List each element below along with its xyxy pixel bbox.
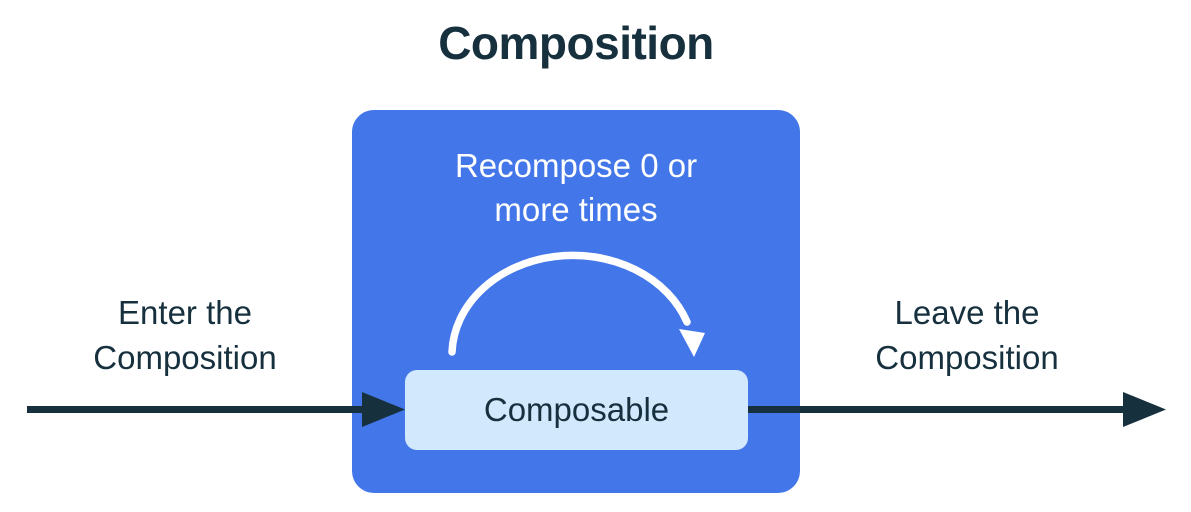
composable-label: Composable: [483, 391, 670, 428]
enter-arrow-icon: [27, 392, 405, 427]
enter-label: Enter the Composition: [30, 290, 340, 380]
page-title: Composition: [438, 17, 714, 69]
composable-box: Composable: [405, 370, 748, 450]
leave-arrowhead-icon: [1123, 392, 1166, 427]
leave-label-line1: Leave the: [894, 294, 1040, 331]
recompose-label: Recompose 0 or more times: [352, 144, 800, 232]
recompose-label-line1: Recompose 0 or: [454, 147, 698, 184]
recompose-label-line2: more times: [494, 191, 658, 228]
leave-arrow-icon: [748, 392, 1166, 427]
enter-label-line2: Composition: [93, 339, 277, 376]
enter-label-line1: Enter the: [118, 294, 252, 331]
leave-label-line2: Composition: [875, 339, 1059, 376]
composition-box: Recompose 0 or more times Composable: [352, 110, 800, 493]
leave-label: Leave the Composition: [812, 290, 1122, 380]
